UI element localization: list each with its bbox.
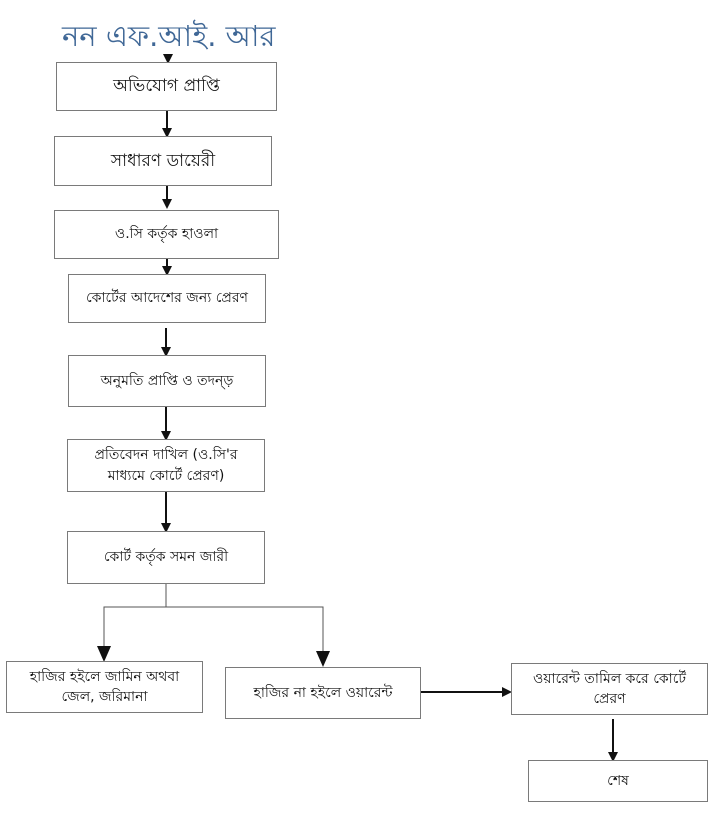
step-label: শেষ (607, 772, 629, 789)
step-general-diary: সাধারণ ডায়েরী (54, 136, 272, 186)
step-label: প্রতিবেদন দাখিল (ও.সি'র মাধ্যমে কোর্টে প… (94, 447, 238, 484)
step-label: ওয়ারেন্ট তামিল করে কোর্টে প্রেরণ (533, 670, 686, 707)
step-court-order-request: কোর্টের আদেশের জন্য প্রেরণ (68, 274, 266, 323)
step-label: হাজির হইলে জামিন অথবা জেল, জরিমানা (29, 668, 180, 705)
step-label: সাধারণ ডায়েরী (110, 150, 216, 171)
step-warrant-executed: ওয়ারেন্ট তামিল করে কোর্টে প্রেরণ (511, 663, 708, 715)
arrowhead-left-branch (97, 646, 111, 662)
step-label: অভিযোগ প্রাপ্তি (113, 76, 220, 97)
step-complaint: অভিযোগ প্রাপ্তি (56, 62, 277, 111)
step-label: কোর্ট কর্তৃক সমন জারী (103, 549, 229, 566)
step-oc-handover: ও.সি কর্তৃক হাওলা (54, 210, 279, 259)
diagram-title: নন এফ.আই. আর (62, 19, 276, 53)
branch-line-right (166, 606, 324, 666)
step-label: অনুমতি প্রাপ্তি ও তদন্ড় (100, 372, 234, 389)
step-present-bail: হাজির হইলে জামিন অথবা জেল, জরিমানা (6, 661, 203, 713)
step-label: কোর্টের আদেশের জন্য প্রেরণ (86, 290, 248, 307)
step-label: হাজির না হইলে ওয়ারেন্ট (253, 684, 393, 701)
step-end: শেষ (528, 760, 708, 802)
step-permission-investigation: অনুমতি প্রাপ্তি ও তদন্ড় (68, 355, 266, 407)
step-summons: কোর্ট কর্তৃক সমন জারী (67, 531, 265, 584)
branch-line (103, 583, 167, 660)
step-label: ও.সি কর্তৃক হাওলা (114, 226, 219, 243)
arrowhead-right-branch (316, 651, 330, 667)
step-absent-warrant: হাজির না হইলে ওয়ারেন্ট (225, 667, 421, 719)
step-report-submission: প্রতিবেদন দাখিল (ও.সি'র মাধ্যমে কোর্টে প… (67, 439, 265, 492)
